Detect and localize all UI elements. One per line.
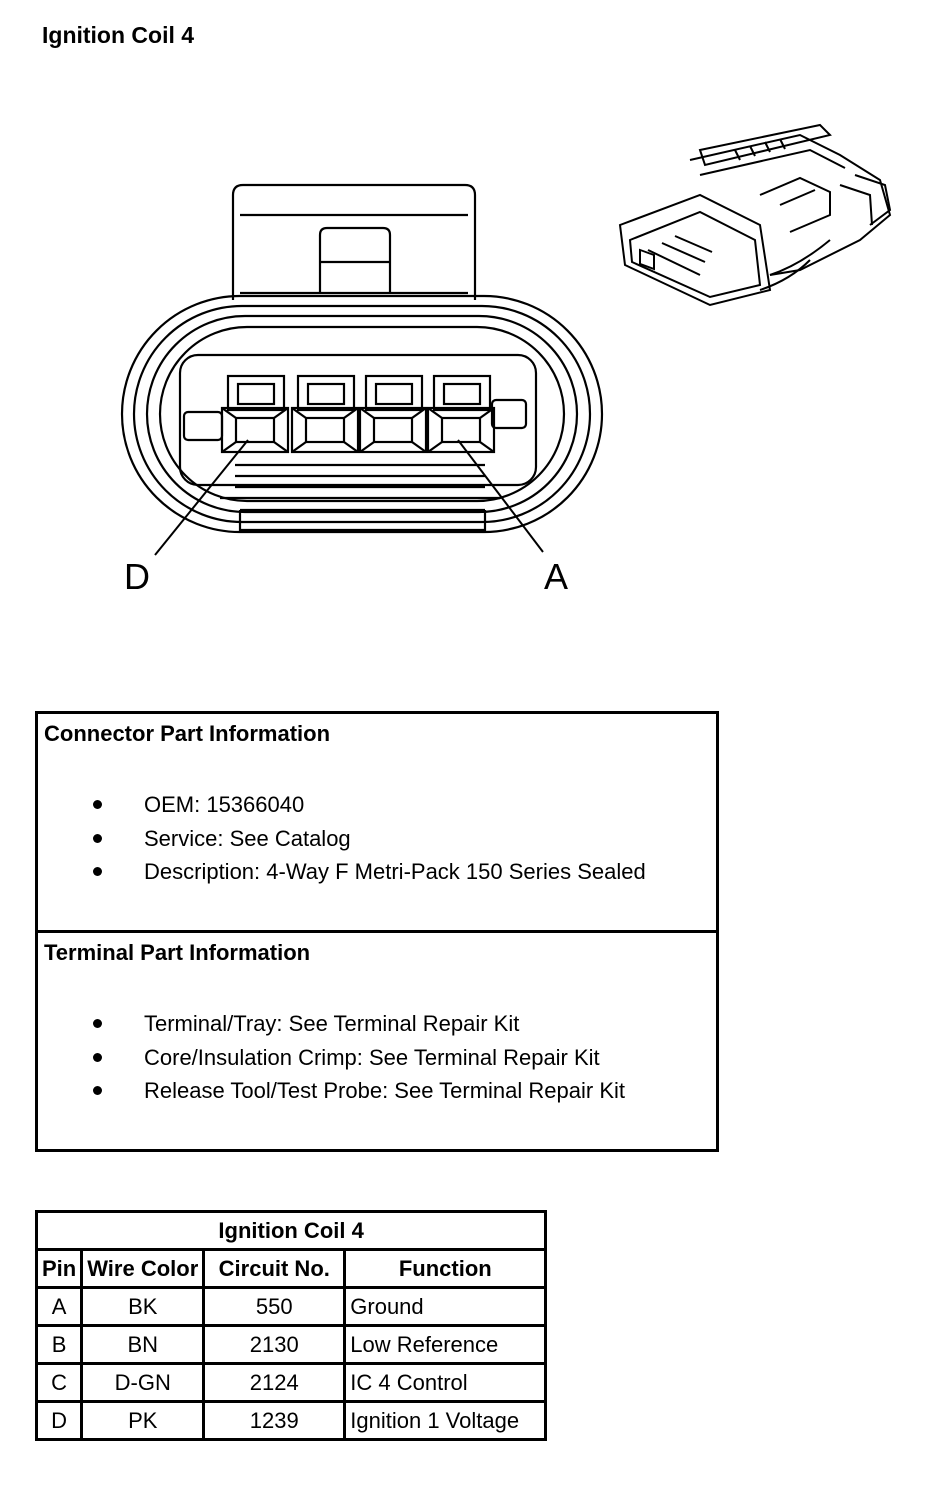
cell-circuit-no: 1239: [202, 1400, 347, 1441]
cell-function: Low Reference: [343, 1324, 548, 1365]
cell-circuit-no: 2130: [202, 1324, 347, 1365]
pin-label-a: A: [544, 556, 569, 597]
list-item: OEM: 15366040: [38, 792, 646, 826]
list-item: Service: See Catalog: [38, 826, 646, 860]
cell-wire-color: PK: [80, 1400, 206, 1441]
cell-wire-color: BN: [80, 1324, 206, 1365]
header-wire-color: Wire Color: [80, 1248, 206, 1289]
cell-function: IC 4 Control: [343, 1362, 548, 1403]
header-function: Function: [343, 1248, 548, 1289]
list-item: Description: 4-Way F Metri-Pack 150 Seri…: [38, 859, 646, 893]
connector-face-diagram: [120, 123, 892, 556]
cell-wire-color: D-GN: [80, 1362, 206, 1403]
cell-pin: C: [34, 1362, 84, 1403]
connector-3d-view: [618, 123, 892, 307]
pin-label-d: D: [124, 556, 150, 597]
cell-pin: D: [34, 1400, 84, 1441]
table-row: D PK 1239 Ignition 1 Voltage: [34, 1400, 548, 1441]
bullet-icon: [93, 867, 102, 876]
table-row: B BN 2130 Low Reference: [34, 1324, 548, 1365]
terminal-info-list: Terminal/Tray: See Terminal Repair Kit C…: [38, 1011, 625, 1112]
list-item: Core/Insulation Crimp: See Terminal Repa…: [38, 1045, 625, 1079]
connector-info-list: OEM: 15366040 Service: See Catalog Descr…: [38, 792, 646, 893]
bullet-icon: [93, 833, 102, 843]
cell-circuit-no: 550: [202, 1286, 347, 1327]
cell-function: Ground: [343, 1286, 548, 1327]
bullet-icon: [93, 800, 102, 809]
terminal-part-info: Terminal Part Information Terminal/Tray:…: [38, 930, 716, 1149]
connector-info-heading: Connector Part Information: [44, 721, 331, 746]
bullet-icon: [93, 1052, 102, 1062]
cell-pin: A: [34, 1286, 84, 1327]
list-item: Terminal/Tray: See Terminal Repair Kit: [38, 1011, 625, 1045]
cell-wire-color: BK: [80, 1286, 206, 1327]
cell-function: Ignition 1 Voltage: [343, 1400, 548, 1441]
table-row: C D-GN 2124 IC 4 Control: [34, 1362, 548, 1403]
terminal-info-heading: Terminal Part Information: [44, 940, 311, 965]
part-information-box: Connector Part Information OEM: 15366040…: [35, 711, 719, 1152]
table-title: Ignition Coil 4: [34, 1210, 548, 1251]
header-pin: Pin: [34, 1248, 84, 1289]
cell-pin: B: [34, 1324, 84, 1365]
bullet-icon: [93, 1086, 102, 1095]
pin-table: Ignition Coil 4 Pin Wire Color Circuit N…: [34, 1210, 548, 1441]
bullet-icon: [93, 1019, 102, 1028]
cell-circuit-no: 2124: [202, 1362, 347, 1403]
page-title: Ignition Coil 4: [42, 22, 195, 48]
table-title-row: Ignition Coil 4: [34, 1210, 548, 1251]
header-circuit-no: Circuit No.: [202, 1248, 347, 1289]
connector-part-info: Connector Part Information OEM: 15366040…: [38, 714, 716, 930]
table-row: A BK 550 Ground: [34, 1286, 548, 1327]
table-header-row: Pin Wire Color Circuit No. Function: [34, 1248, 548, 1289]
list-item: Release Tool/Test Probe: See Terminal Re…: [38, 1078, 625, 1112]
